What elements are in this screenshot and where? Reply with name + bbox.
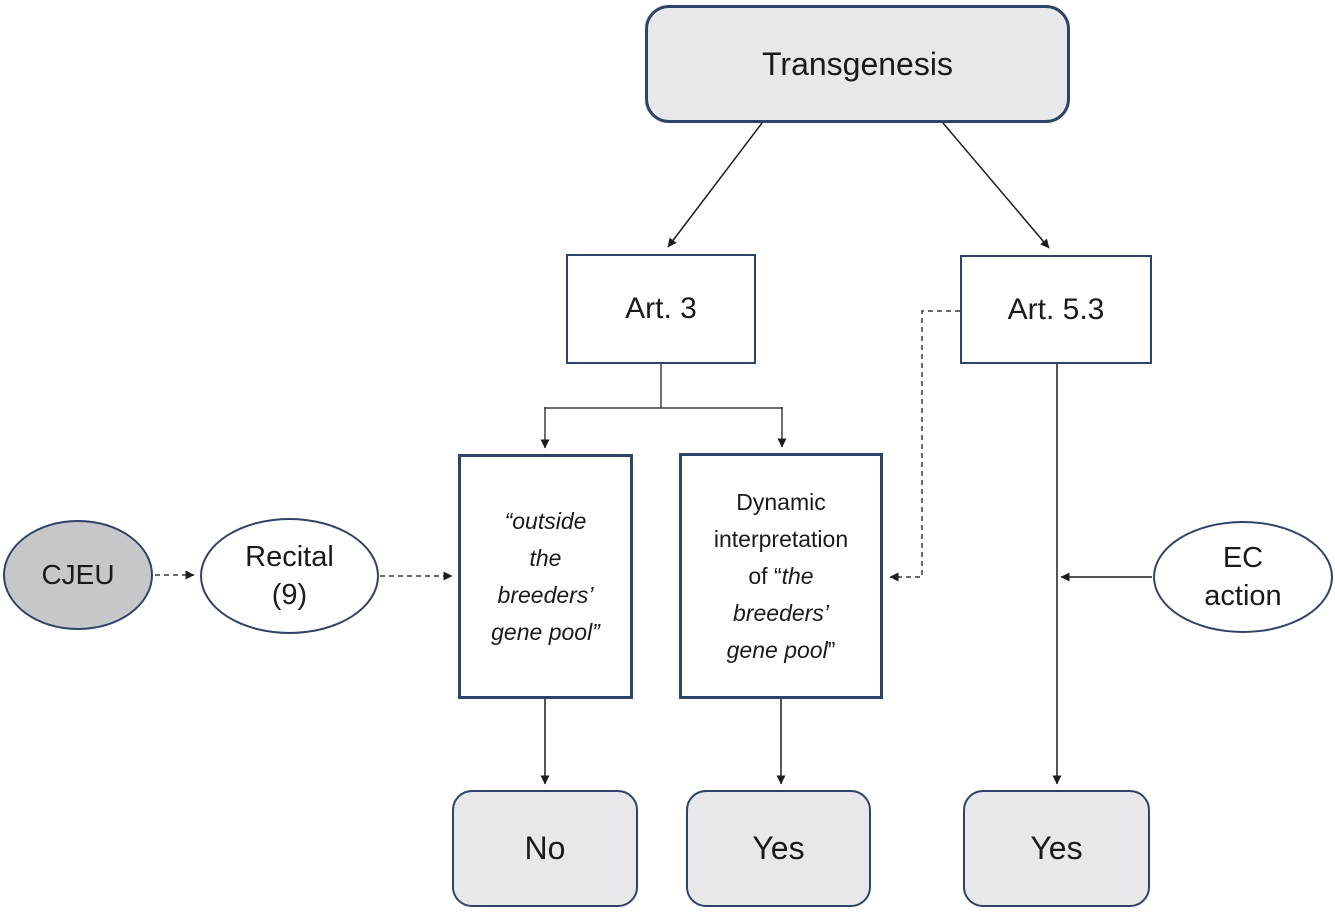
node-dynamic-text-italic: breeders’ [733,599,829,626]
node-yes-right-label: Yes [1030,830,1083,866]
node-dynamic-line: of “the [748,558,813,595]
node-recital-line: (9) [271,579,308,611]
node-art3-label: Art. 3 [625,292,697,325]
node-yes-center: Yes [686,790,871,907]
node-dynamic-text: ” [827,636,836,663]
node-dynamic-text: interpretation [713,525,849,552]
node-outside-gene-pool: “outside the breeders’ gene pool” [458,454,633,699]
node-dynamic-line: interpretation [714,521,848,558]
node-dynamic-line: gene pool” [727,632,836,669]
node-ec-line: EC [1222,542,1264,574]
node-dynamic-text: of “ [748,562,782,589]
edge-transgenesis-art3 [667,122,763,248]
node-recital-9: Recital (9) [200,518,379,634]
edge-art53-dynamic [889,310,960,582]
node-outside-line: the [529,544,562,571]
node-art3: Art. 3 [566,254,756,364]
node-ec-action: EC action [1153,521,1333,633]
node-dynamic-interpretation: Dynamic interpretation of “the breeders’… [679,453,883,699]
node-transgenesis: Transgenesis [645,5,1070,123]
node-recital-line: Recital [245,541,334,573]
node-yes-center-label: Yes [752,830,805,866]
node-dynamic-line: Dynamic [736,484,825,521]
node-art53-label: Art. 5.3 [1007,292,1105,326]
node-no-label: No [524,830,566,866]
node-outside-line: breeders’ [497,581,594,608]
node-dynamic-text-italic: the [781,562,814,589]
node-dynamic-text-italic: gene pool [726,636,828,663]
node-outside-line: gene pool” [491,618,600,645]
node-ec-line: action [1204,580,1282,612]
node-cjeu-label: CJEU [41,559,115,590]
node-art53: Art. 5.3 [960,255,1152,364]
node-transgenesis-label: Transgenesis [762,45,953,82]
node-cjeu: CJEU [3,520,153,630]
edge-transgenesis-art53 [942,122,1050,249]
node-dynamic-line: breeders’ [733,595,829,632]
node-dynamic-text: Dynamic [736,488,826,515]
node-no: No [452,790,638,907]
node-yes-right: Yes [963,790,1150,907]
node-outside-line: “outside [504,507,587,534]
